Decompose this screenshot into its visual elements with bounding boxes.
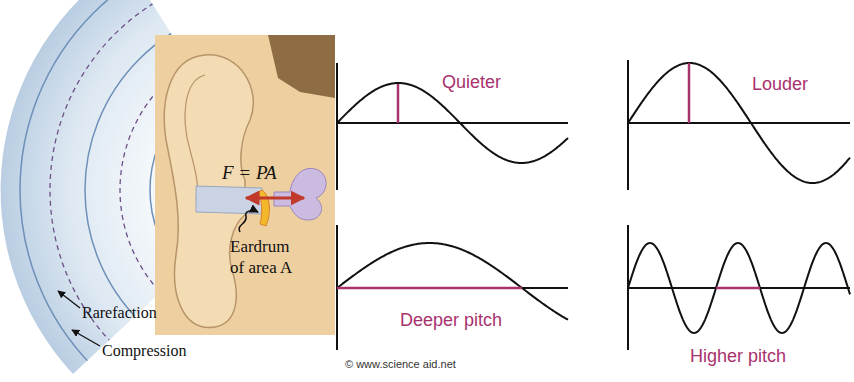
- plot-label: Louder: [752, 74, 808, 95]
- axis: [336, 63, 338, 190]
- watermark: © www.science aid.net: [345, 358, 456, 370]
- waveform-plots: [337, 60, 850, 350]
- compression-arc: [20, 0, 520, 382]
- plot-label: Deeper pitch: [400, 310, 502, 331]
- force-arrow: [246, 197, 304, 200]
- measure-marks: [337, 63, 760, 288]
- part-label: Eardrum of area A: [230, 236, 304, 278]
- leader-arrow: [72, 330, 100, 346]
- leader-arrow: [58, 291, 80, 308]
- axis: [628, 122, 850, 124]
- plot-label: Quieter: [442, 72, 501, 93]
- sine-wave: [628, 63, 850, 183]
- sound-wave-fan: [1, 0, 520, 382]
- hair: [268, 35, 335, 98]
- ear-illustration: [155, 35, 335, 335]
- axis: [627, 60, 629, 190]
- amplitude-mark: [397, 84, 400, 123]
- leader-arrow: [239, 211, 258, 232]
- sine-wave: [628, 243, 850, 333]
- wave-label: Compression: [102, 342, 186, 360]
- sine-wave: [337, 243, 568, 320]
- axis: [337, 287, 568, 289]
- force-equation: F = PA: [222, 162, 277, 184]
- plot-label: Higher pitch: [690, 346, 786, 367]
- wave-label: Rarefaction: [82, 304, 157, 322]
- sine-wave: [337, 83, 568, 163]
- cochlea: [274, 168, 326, 220]
- wavelength-mark: [337, 287, 522, 290]
- amplitude-mark: [688, 63, 691, 123]
- wavelength-mark: [716, 287, 760, 290]
- eardrum: [258, 190, 269, 226]
- axis: [628, 287, 850, 289]
- axis: [337, 122, 568, 124]
